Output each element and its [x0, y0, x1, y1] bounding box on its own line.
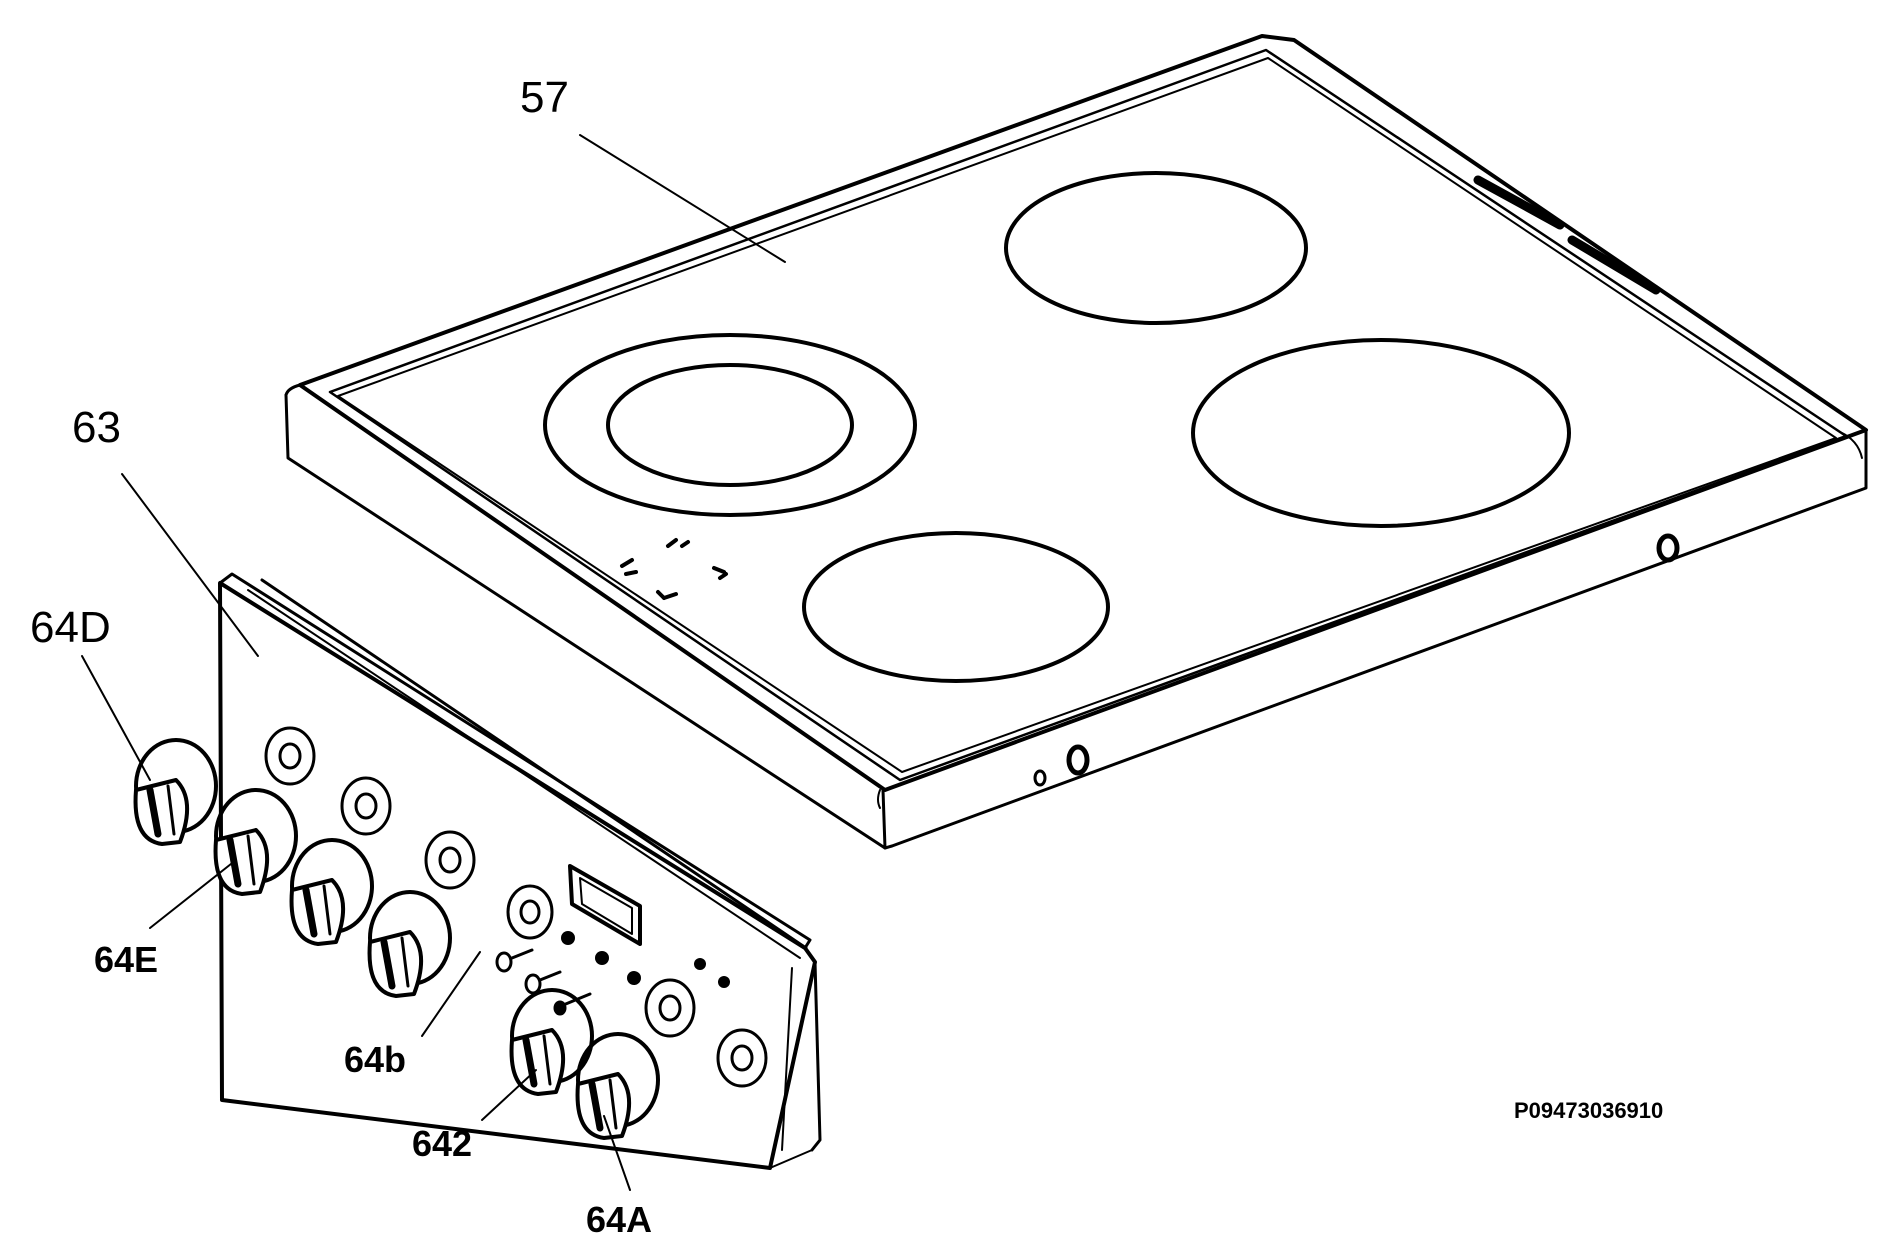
- label-63: 63: [72, 403, 121, 452]
- label-64d: 64D: [30, 603, 111, 652]
- knob-3: [289, 838, 374, 946]
- label-642: 642: [412, 1123, 472, 1164]
- cooking-zone-front-left: [802, 531, 1110, 683]
- knob-642: [509, 988, 594, 1096]
- drawing-id: P09473036910: [1514, 1098, 1663, 1123]
- label-57: 57: [520, 73, 569, 122]
- label-64b: 64b: [344, 1039, 406, 1080]
- ceramic-hob-top: [284, 34, 1868, 850]
- knob-64e: [213, 788, 298, 896]
- control-panel: [218, 572, 822, 1170]
- zone-marker: [620, 538, 728, 600]
- label-64e: 64E: [94, 939, 158, 980]
- cooking-zone-rear-right: [1004, 171, 1308, 325]
- label-64a: 64A: [586, 1199, 652, 1240]
- cooking-zone-dual-inner: [606, 363, 854, 487]
- cooking-zone-front-right: [1191, 338, 1571, 528]
- knob-4: [367, 890, 452, 998]
- knob-64d: [133, 738, 218, 846]
- leader-lines: [81, 134, 786, 1191]
- cooking-zone-dual-outer: [543, 333, 917, 517]
- knob-64a: [575, 1032, 660, 1140]
